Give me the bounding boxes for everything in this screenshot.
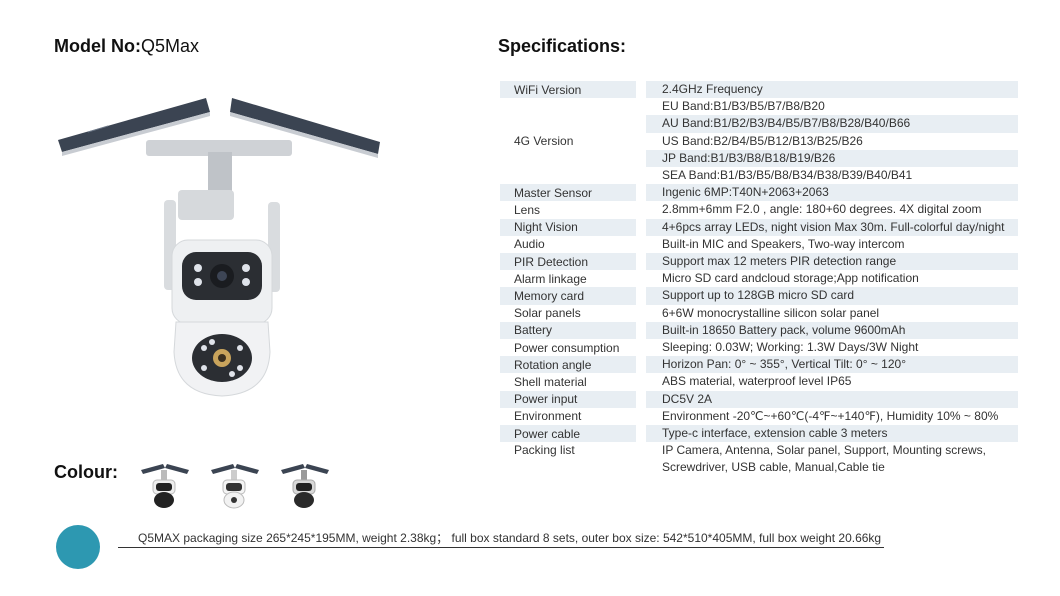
spec-key: Solar panels xyxy=(514,306,581,321)
spec-value-line: Environment -20℃~+60℃(-4℉~+140℉), Humidi… xyxy=(662,408,999,423)
spec-row: Night Vision 4+6pcs array LEDs, night vis… xyxy=(500,218,1018,236)
spec-row: Shell material ABS material, waterproof l… xyxy=(500,373,1018,390)
spec-row: Environment Environment -20℃~+60℃(-4℉~+14… xyxy=(500,408,1018,425)
colour-variant-white xyxy=(211,464,259,509)
colour-heading: Colour: xyxy=(54,462,118,482)
spec-key: PIR Detection xyxy=(500,253,636,271)
spec-key: Rotation angle xyxy=(500,356,636,374)
spec-value: Support max 12 meters PIR detection rang… xyxy=(646,253,1018,271)
spec-key: Master Sensor xyxy=(500,184,636,202)
spec-value: Micro SD card andcloud storage;App notif… xyxy=(646,270,1018,287)
spec-value: Support up to 128GB micro SD card xyxy=(646,287,1018,305)
spec-row: Power consumption Sleeping: 0.03W; Workin… xyxy=(500,339,1018,356)
spec-row: Solar panels 6+6W monocrystalline silicon… xyxy=(500,305,1018,322)
footer-divider xyxy=(118,547,884,548)
spec-key: Lens xyxy=(514,202,541,217)
spec-value-line: Type-c interface, extension cable 3 mete… xyxy=(662,426,888,440)
spec-row: Master Sensor Ingenic 6MP:T40N+2063+2063 xyxy=(500,184,1018,202)
spec-key: Battery xyxy=(500,321,636,339)
spec-value: 6+6W monocrystalline silicon solar panel xyxy=(646,305,1018,322)
spec-value-line: Built-in MIC and Speakers, Two-way inter… xyxy=(662,236,905,251)
spec-key: Night Vision xyxy=(500,218,636,236)
spec-value-line: 2.8mm+6mm F2.0 , angle: 180+60 degrees. … xyxy=(662,202,982,217)
spec-key: Memory card xyxy=(500,287,636,305)
spec-value-line: SEA Band:B1/B3/B5/B8/B34/B38/B39/B40/B41 xyxy=(662,167,913,182)
spec-key: Power input xyxy=(500,390,636,408)
spec-value-line: Ingenic 6MP:T40N+2063+2063 xyxy=(662,185,829,200)
spec-value-line: Horizon Pan: 0° ~ 355°, Vertical Tilt: 0… xyxy=(662,357,906,372)
spec-value: ABS material, waterproof level IP65 xyxy=(646,373,1018,390)
spec-key: 4G Version xyxy=(514,134,574,149)
spec-row: PIR Detection Support max 12 meters PIR d… xyxy=(500,253,1018,271)
spec-value: IP Camera, Antenna, Solar panel, Support… xyxy=(646,442,1018,476)
spec-row: Rotation angle Horizon Pan: 0° ~ 355°, Ve… xyxy=(500,356,1018,374)
spec-row: Lens 2.8mm+6mm F2.0 , angle: 180+60 degre… xyxy=(500,201,1018,218)
spec-row: Battery Built-in 18650 Battery pack, volu… xyxy=(500,321,1018,339)
spec-value-line: Sleeping: 0.03W; Working: 1.3W Days/3W N… xyxy=(662,340,919,354)
spec-key: Power consumption xyxy=(514,340,620,355)
model-number-value: Q5Max xyxy=(141,36,200,56)
spec-row: Power input DC5V 2A xyxy=(500,390,1018,408)
spec-value-line: IP Camera, Antenna, Solar panel, Support… xyxy=(662,443,986,458)
spec-row: Memory card Support up to 128GB micro SD … xyxy=(500,287,1018,305)
spec-value-line: AU Band:B1/B2/B3/B4/B5/B7/B8/B28/B40/B66 xyxy=(646,115,1018,133)
spec-value: DC5V 2A xyxy=(646,390,1018,408)
spec-key: Audio xyxy=(514,237,545,252)
spec-value: Environment -20℃~+60℃(-4℉~+140℉), Humidi… xyxy=(646,408,1018,425)
spec-value-line: DC5V 2A xyxy=(662,391,713,406)
spec-value-line: 6+6W monocrystalline silicon solar panel xyxy=(662,305,880,320)
spec-key: Shell material xyxy=(514,374,587,389)
spec-value-line: Screwdriver, USB cable, Manual,Cable tie xyxy=(662,460,885,475)
spec-value: Built-in MIC and Speakers, Two-way inter… xyxy=(646,236,1018,253)
spec-value: Type-c interface, extension cable 3 mete… xyxy=(646,425,1018,443)
spec-value-line: 4+6pcs array LEDs, night vision Max 30m.… xyxy=(662,219,1005,234)
spec-value-line: Built-in 18650 Battery pack, volume 9600… xyxy=(662,322,906,337)
spec-key: WiFi Version xyxy=(500,81,636,99)
colour-variant-black-white xyxy=(141,464,189,508)
spec-value-line: EU Band:B1/B3/B5/B7/B8/B20 xyxy=(662,99,825,114)
spec-value-line: US Band:B2/B4/B5/B12/B13/B25/B26 xyxy=(662,133,863,148)
spec-value-line: Micro SD card andcloud storage;App notif… xyxy=(662,271,919,286)
spec-row: Audio Built-in MIC and Speakers, Two-way … xyxy=(500,236,1018,253)
spec-row: Alarm linkage Micro SD card andcloud stor… xyxy=(500,270,1018,287)
model-number-heading: Model No:Q5Max xyxy=(54,36,199,57)
solar-panel-right xyxy=(230,98,380,158)
spec-row: WiFi Version 2.4GHz Frequency xyxy=(500,81,1018,99)
spec-value: 2.8mm+6mm F2.0 , angle: 180+60 degrees. … xyxy=(646,201,1018,218)
spec-value-line: ABS material, waterproof level IP65 xyxy=(662,374,852,389)
colour-variant-grey-black xyxy=(281,464,329,508)
spec-value-line: 2.4GHz Frequency xyxy=(662,82,763,96)
spec-value: 4+6pcs array LEDs, night vision Max 30m.… xyxy=(646,218,1018,236)
solar-panel-left xyxy=(58,98,210,156)
spec-key: Packing list xyxy=(514,443,575,458)
spec-value: Sleeping: 0.03W; Working: 1.3W Days/3W N… xyxy=(646,339,1018,356)
spec-key: Alarm linkage xyxy=(514,271,587,286)
spec-row: Packing list IP Camera, Antenna, Solar pa… xyxy=(500,442,1018,476)
spec-value: Ingenic 6MP:T40N+2063+2063 xyxy=(646,184,1018,202)
spec-value-line: Support max 12 meters PIR detection rang… xyxy=(662,254,897,268)
spec-value-line: Support up to 128GB micro SD card xyxy=(662,288,855,303)
specifications-heading: Specifications: xyxy=(498,36,627,56)
spec-row: Power cable Type-c interface, extension c… xyxy=(500,425,1018,443)
spec-key: Environment xyxy=(514,409,582,424)
spec-key: Power cable xyxy=(500,425,636,443)
spec-value: Horizon Pan: 0° ~ 355°, Vertical Tilt: 0… xyxy=(646,356,1018,374)
spec-value-line: JP Band:B1/B3/B8/B18/B19/B26 xyxy=(646,149,1018,167)
model-number-label: Model No: xyxy=(54,36,141,56)
spec-value: Built-in 18650 Battery pack, volume 9600… xyxy=(646,321,1018,339)
packaging-info: Q5MAX packaging size 265*245*195MM, weig… xyxy=(138,531,882,545)
product-image-camera xyxy=(58,98,380,397)
spec-value: 2.4GHz Frequency xyxy=(646,81,1018,99)
accent-circle xyxy=(56,525,100,569)
